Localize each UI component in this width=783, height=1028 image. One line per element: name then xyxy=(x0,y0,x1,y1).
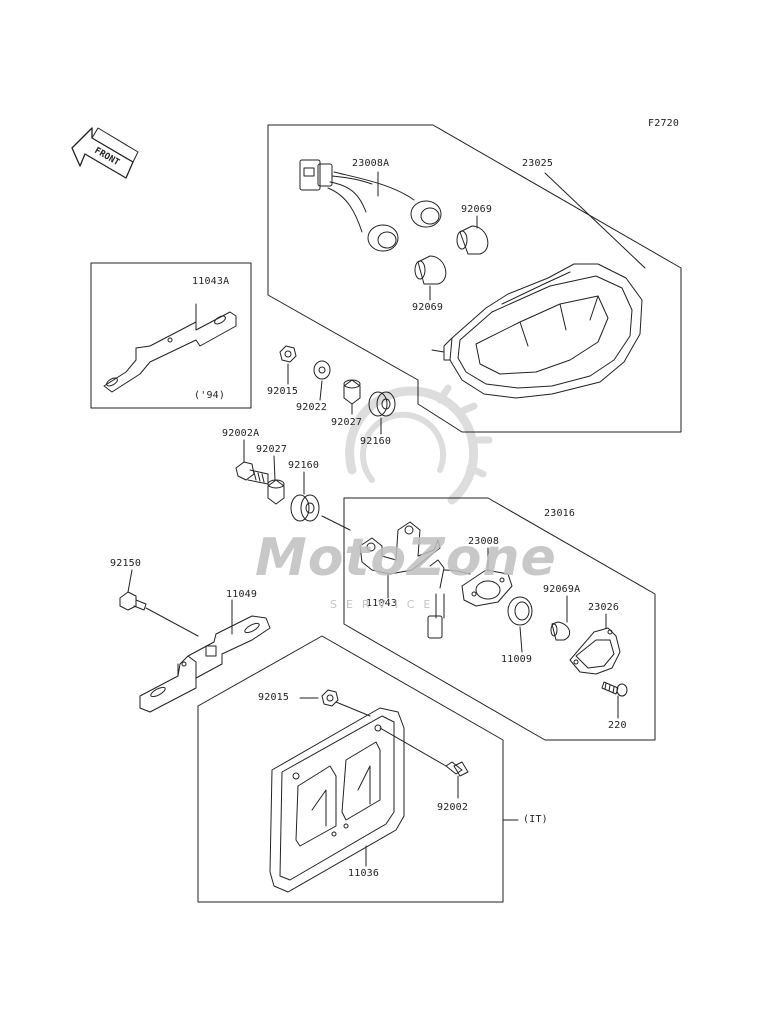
collar-92027-b xyxy=(267,479,285,505)
label-92015-top: 92015 xyxy=(267,386,299,397)
bulb-92069-bottom xyxy=(414,255,447,285)
label-92002: 92002 xyxy=(437,802,469,813)
label-23008: 23008 xyxy=(468,536,500,547)
bracket-11043A xyxy=(103,303,237,393)
watermark-logo xyxy=(345,384,493,505)
label-220: 220 xyxy=(608,720,627,731)
bolt-92002 xyxy=(445,761,469,777)
gasket-11009 xyxy=(507,596,533,626)
bulb-92069A xyxy=(550,621,571,641)
leader-to-bracket xyxy=(321,515,351,531)
label-23008A: 23008A xyxy=(352,158,390,169)
grommet-92160-b xyxy=(290,494,320,522)
label-23016: 23016 xyxy=(544,508,576,519)
leader-plate-to-bolt xyxy=(379,727,447,767)
leader-92027-b xyxy=(273,455,276,481)
label-92002A: 92002A xyxy=(222,428,260,439)
label-92027-b: 92027 xyxy=(256,444,288,455)
leader-nut-to-plate xyxy=(335,701,371,717)
bolt-92150 xyxy=(119,591,147,611)
label-92160-a: 92160 xyxy=(360,436,392,447)
lens-23026 xyxy=(569,627,621,675)
label-year-note: ('94) xyxy=(194,390,226,401)
figure-code: F2720 xyxy=(648,118,680,129)
bulb-92069-top xyxy=(456,225,489,255)
taillamp-lens-body xyxy=(431,263,643,399)
bracket-11043A-inset xyxy=(90,262,252,409)
bracket-11049 xyxy=(139,615,271,713)
label-11043A: 11043A xyxy=(192,276,230,287)
front-label: FRONT xyxy=(93,146,122,168)
label-92069-top: 92069 xyxy=(461,204,493,215)
label-92160-b: 92160 xyxy=(288,460,320,471)
watermark-brand: MotoZone xyxy=(255,528,557,588)
taillamp-assembly-outline xyxy=(267,124,682,433)
label-92150: 92150 xyxy=(110,558,142,569)
label-92069A: 92069A xyxy=(543,584,581,595)
bolt-92002A xyxy=(235,461,269,485)
label-92027-a: 92027 xyxy=(331,417,363,428)
label-92022: 92022 xyxy=(296,402,328,413)
bracket-11043 xyxy=(359,521,441,575)
label-country-note: (IT) xyxy=(523,814,548,825)
leader-92150 xyxy=(127,569,133,593)
leader-11009 xyxy=(519,626,523,653)
collar-92027-a xyxy=(343,379,361,405)
leader-92150-to-bracket xyxy=(145,607,199,637)
label-23025: 23025 xyxy=(522,158,554,169)
leader-23025 xyxy=(544,172,646,269)
license-plate-inset-outline xyxy=(197,635,504,903)
license-plate-11036 xyxy=(269,707,405,893)
label-23026: 23026 xyxy=(588,602,620,613)
nut-92015-top xyxy=(279,345,297,363)
harness-23008A xyxy=(299,159,442,252)
label-92069-bottom: 92069 xyxy=(412,302,444,313)
nut-92015-bottom xyxy=(321,689,339,707)
socket-23008 xyxy=(427,559,513,639)
label-11049: 11049 xyxy=(226,589,258,600)
watermark-tagline: SERVICE xyxy=(330,598,440,611)
washer-92022 xyxy=(313,360,331,380)
front-arrow-icon: FRONT xyxy=(71,127,139,179)
label-92015-bottom: 92015 xyxy=(258,692,290,703)
leader-92022 xyxy=(319,380,323,401)
label-11009: 11009 xyxy=(501,654,533,665)
screw-220 xyxy=(601,681,628,697)
grommet-92160-a xyxy=(368,391,396,417)
label-11036: 11036 xyxy=(348,868,380,879)
license-lamp-assembly-outline xyxy=(343,497,656,741)
label-11043: 11043 xyxy=(366,598,398,609)
